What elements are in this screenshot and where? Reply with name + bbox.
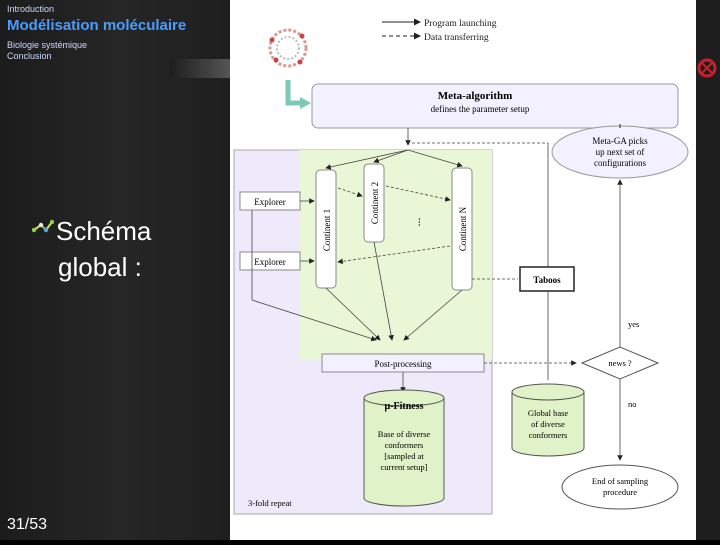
logo-icon: [696, 58, 718, 78]
page-number: 31/53: [7, 516, 48, 533]
bullet-line-2: global :: [58, 252, 142, 282]
global-base-line-2: of diverse: [531, 419, 565, 429]
meta-algorithm-box: [311, 83, 679, 129]
diagram-panel: Program launching Data transferring Meta…: [230, 0, 696, 540]
mu-fitness-label: μ-Fitness: [385, 401, 424, 412]
launch-arrow-icon: [285, 80, 311, 109]
meta-ga-line-2: up next set of: [596, 147, 645, 157]
no-label: no: [628, 399, 637, 409]
base-conf-line-2: conformers: [385, 440, 424, 450]
yes-label: yes: [628, 319, 639, 329]
legend: Program launching Data transferring: [382, 18, 497, 43]
molecule-image: [268, 28, 308, 68]
nav-biologie[interactable]: Biologie systémique: [7, 40, 88, 50]
taboos-label: Taboos: [533, 275, 561, 285]
news-decision: [580, 346, 660, 380]
end-ellipse: [561, 464, 679, 510]
molecule-icon: [31, 209, 55, 233]
post-processing-label: Post-processing: [375, 359, 432, 369]
base-conf-line-4: current setup]: [381, 462, 428, 472]
meta-algorithm-title: Meta-algorithm: [438, 90, 513, 102]
taboos-box: [519, 266, 575, 292]
meta-ga-line-3: configurations: [594, 158, 646, 168]
global-base-cylinder: [511, 383, 585, 457]
nav-conclusion[interactable]: Conclusion: [7, 51, 52, 61]
nav-current-section[interactable]: Modélisation moléculaire: [7, 17, 187, 34]
continents-ellipsis: ...: [409, 218, 423, 227]
continent-n-label: Continent N: [458, 206, 468, 251]
nav-introduction[interactable]: Introduction: [7, 4, 55, 14]
mu-fitness-cylinder: [363, 389, 445, 507]
news-label: news ?: [608, 358, 632, 368]
global-base-line-3: conformers: [529, 430, 568, 440]
migration-arrows: [251, 128, 549, 380]
header-fade-bar: [170, 59, 230, 78]
continent-2-label: Continent 2: [370, 182, 380, 224]
explorer-label-2: Explorer: [254, 257, 286, 267]
global-base-line-1: Global base: [528, 408, 569, 418]
continent-1-label: Continent 1: [322, 209, 332, 251]
bullet-text: Schéma global :: [31, 209, 152, 285]
meta-ga-line-1: Meta-GA picks: [592, 136, 648, 146]
meta-algorithm-sub: defines the parameter setup: [431, 104, 530, 114]
base-conf-line-1: Base of diverse: [378, 429, 431, 439]
explorer-label-1: Explorer: [254, 197, 286, 207]
end-line-2: procedure: [603, 487, 637, 497]
legend-launch-label: Program launching: [424, 19, 497, 29]
end-line-1: End of sampling: [592, 476, 649, 486]
legend-feed-label: Data transferring: [424, 32, 489, 43]
base-conf-line-3: [sampled at: [384, 451, 424, 461]
repeat-label: 3-fold repeat: [248, 498, 292, 508]
bullet-line-1: Schéma: [56, 216, 152, 246]
